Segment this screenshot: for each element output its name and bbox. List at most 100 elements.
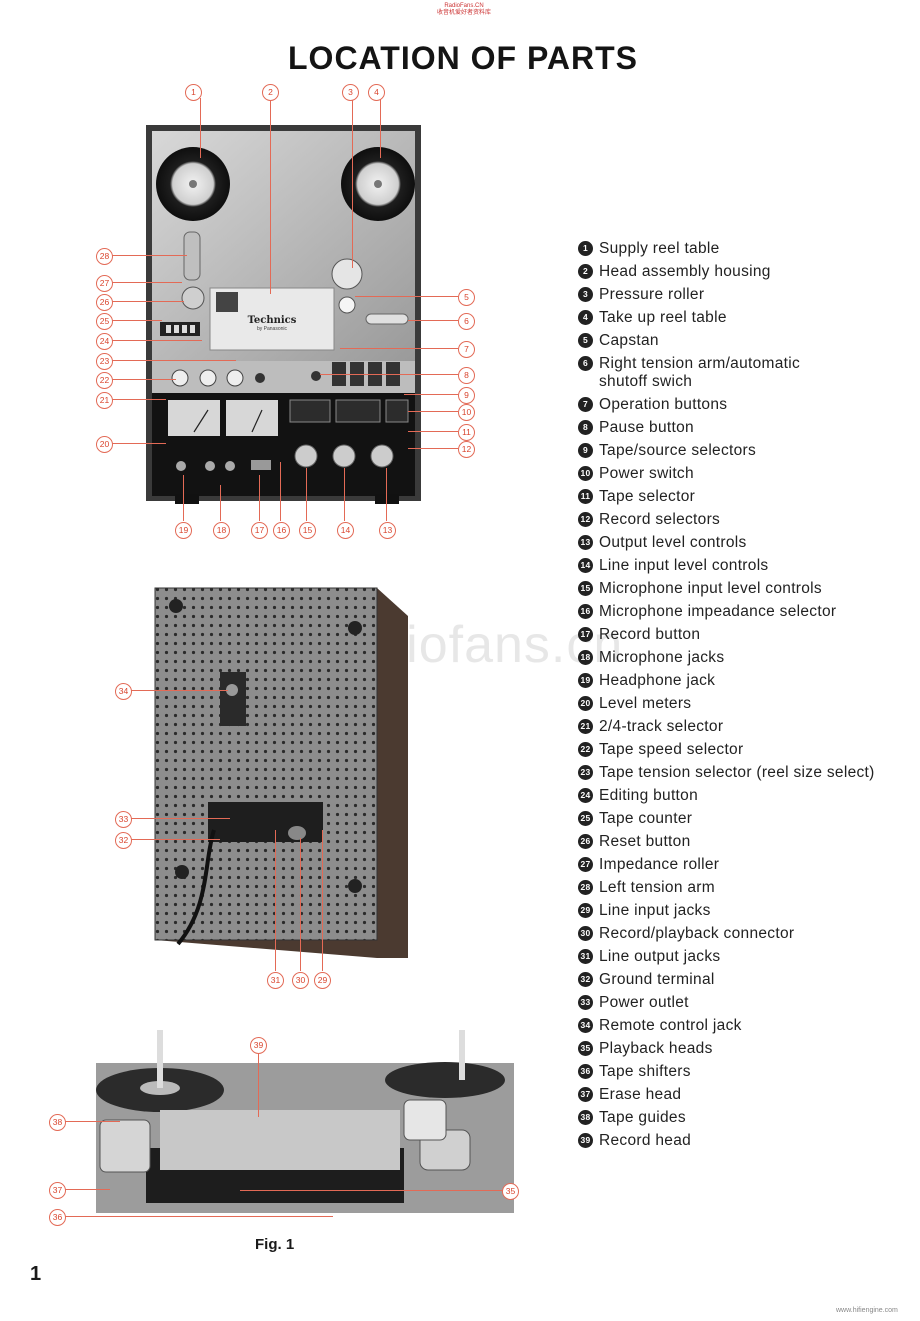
item-number: 12 (578, 512, 593, 527)
item-number: 35 (578, 1041, 593, 1056)
item-number: 15 (578, 581, 593, 596)
callout-16: 16 (273, 522, 290, 539)
item-label: Level meters (599, 695, 692, 712)
item-number: 17 (578, 627, 593, 642)
callout-5: 5 (458, 289, 475, 306)
level-meter-right (226, 400, 278, 436)
item-number: 29 (578, 903, 593, 918)
leader-line (112, 282, 182, 283)
leader-line (112, 379, 176, 380)
leader-line (112, 360, 236, 361)
leader-line (65, 1216, 333, 1217)
item-number: 13 (578, 535, 593, 550)
leader-line (65, 1121, 120, 1122)
callout-31: 31 (267, 972, 284, 989)
callout-27: 27 (96, 275, 113, 292)
callout-37: 37 (49, 1182, 66, 1199)
leader-line (340, 348, 458, 349)
item-label: Tape speed selector (599, 741, 744, 758)
leader-line (220, 485, 221, 521)
item-label: Tape shifters (599, 1063, 691, 1080)
item-label: Power switch (599, 465, 694, 482)
leader-line (183, 475, 184, 521)
item-label: Take up reel table (599, 309, 727, 326)
item-number: 28 (578, 880, 593, 895)
brand-sub: by Panasonic (256, 326, 288, 332)
callout-2: 2 (262, 84, 279, 101)
leader-line (300, 838, 301, 971)
leader-line (270, 98, 271, 294)
callout-38: 38 (49, 1114, 66, 1131)
item-number: 5 (578, 333, 593, 348)
level-meter-left (168, 400, 220, 436)
leader-line (320, 374, 458, 375)
leader-line (240, 1190, 502, 1191)
list-item: 28 Left tension arm (578, 879, 875, 897)
item-label: Reset button (599, 833, 691, 850)
list-item: 29 Line input jacks (578, 902, 875, 920)
callout-13: 13 (379, 522, 396, 539)
item-label: Operation buttons (599, 396, 728, 413)
item-number: 37 (578, 1087, 593, 1102)
item-label: Remote control jack (599, 1017, 742, 1034)
item-number: 27 (578, 857, 593, 872)
leader-line (352, 98, 353, 268)
item-label: Erase head (599, 1086, 682, 1103)
callout-19: 19 (175, 522, 192, 539)
callout-26: 26 (96, 294, 113, 311)
callout-29: 29 (314, 972, 331, 989)
callout-34: 34 (115, 683, 132, 700)
item-number: 22 (578, 742, 593, 757)
callout-18: 18 (213, 522, 230, 539)
leader-line (408, 320, 458, 321)
callout-12: 12 (458, 441, 475, 458)
leader-line (130, 839, 220, 840)
item-number: 3 (578, 287, 593, 302)
callout-7: 7 (458, 341, 475, 358)
item-label: Playback heads (599, 1040, 713, 1057)
item-number: 11 (578, 489, 593, 504)
item-label: Left tension arm (599, 879, 715, 896)
item-label: Pressure roller (599, 286, 705, 303)
callout-28: 28 (96, 248, 113, 265)
item-number: 2 (578, 264, 593, 279)
item-number: 38 (578, 1110, 593, 1125)
list-item: 3 Pressure roller (578, 286, 875, 304)
item-number: 1 (578, 241, 593, 256)
list-item: 17 Record button (578, 626, 875, 644)
leader-line (112, 443, 166, 444)
item-label: Line input level controls (599, 557, 769, 574)
callout-8: 8 (458, 367, 475, 384)
item-label: Output level controls (599, 534, 747, 551)
item-label: Record button (599, 626, 701, 643)
leader-line (306, 468, 307, 521)
leader-line (112, 301, 184, 302)
item-number: 8 (578, 420, 593, 435)
callout-25: 25 (96, 313, 113, 330)
item-number: 34 (578, 1018, 593, 1033)
list-item: 37 Erase head (578, 1086, 875, 1104)
item-number: 20 (578, 696, 593, 711)
brand-name: Technics (247, 315, 297, 326)
leader-line (130, 690, 228, 691)
item-label: Microphone impeadance selector (599, 603, 837, 620)
leader-line (408, 411, 458, 412)
item-label: Line input jacks (599, 902, 711, 919)
leader-line (275, 830, 276, 971)
site-watermark: www.hifiengine.com (836, 1307, 898, 1314)
callout-17: 17 (251, 522, 268, 539)
